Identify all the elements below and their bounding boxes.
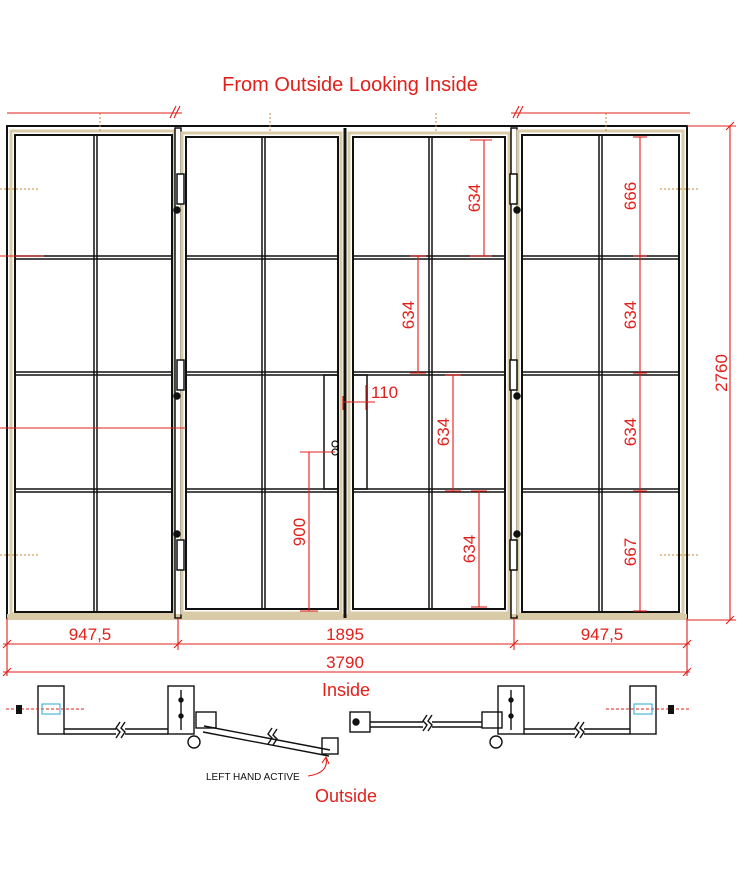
active-leaf-leader <box>307 757 327 777</box>
right-sidelight <box>516 129 685 616</box>
plan-swing-hinge <box>195 711 217 729</box>
hinges-left <box>173 173 185 571</box>
footer-clip: Do ... see ... below ... detail <box>0 803 752 874</box>
plan-left-mullion <box>167 685 195 735</box>
dim-left-sidelight-width: 947,5 <box>69 625 112 644</box>
dim-right-sidelight-width: 947,5 <box>581 625 624 644</box>
plan-outside-label: Outside <box>315 786 377 806</box>
plan-right-jamb <box>629 685 657 735</box>
plan-inside-label: Inside <box>322 680 370 700</box>
door-elevation <box>6 125 688 620</box>
plan-section <box>37 685 657 757</box>
dim-door-panel-3: 634 <box>434 418 453 446</box>
drawing-title: From Outside Looking Inside <box>222 74 478 96</box>
dim-overall-height: 2760 <box>712 354 731 392</box>
dimension-lines <box>0 105 736 677</box>
dim-handle-height: 900 <box>290 518 309 546</box>
plan-pivot <box>187 735 201 749</box>
dim-door-panel-1: 634 <box>465 184 484 212</box>
dim-sidelight-panel-4: 667 <box>621 538 640 566</box>
dim-door-panel-4: 634 <box>460 535 479 563</box>
dim-stile-gap: 110 <box>371 383 398 402</box>
right-door-leaf <box>347 131 511 615</box>
dim-double-door-width: 1895 <box>326 625 364 644</box>
plan-active-leaf-end <box>321 737 339 755</box>
dim-overall-width: 3790 <box>326 653 364 672</box>
dimension-labels: 947,5 1895 947,5 3790 2760 634 634 634 6… <box>69 182 731 672</box>
left-sidelight <box>9 129 176 616</box>
left-door-leaf <box>180 131 343 615</box>
dim-sidelight-panel-2: 634 <box>621 301 640 329</box>
plan-right-mullion <box>497 685 525 735</box>
dim-sidelight-panel-3: 634 <box>621 418 640 446</box>
plan-anchors <box>6 703 690 715</box>
hinges-right <box>509 173 521 571</box>
dim-door-panel-2: 634 <box>399 301 418 329</box>
sill-strip <box>7 614 687 620</box>
dim-sidelight-panel-1: 666 <box>621 182 640 210</box>
active-leaf-note: LEFT HAND ACTIVE <box>206 772 300 783</box>
reference-leaders <box>0 113 700 556</box>
plan-left-jamb <box>37 685 65 735</box>
